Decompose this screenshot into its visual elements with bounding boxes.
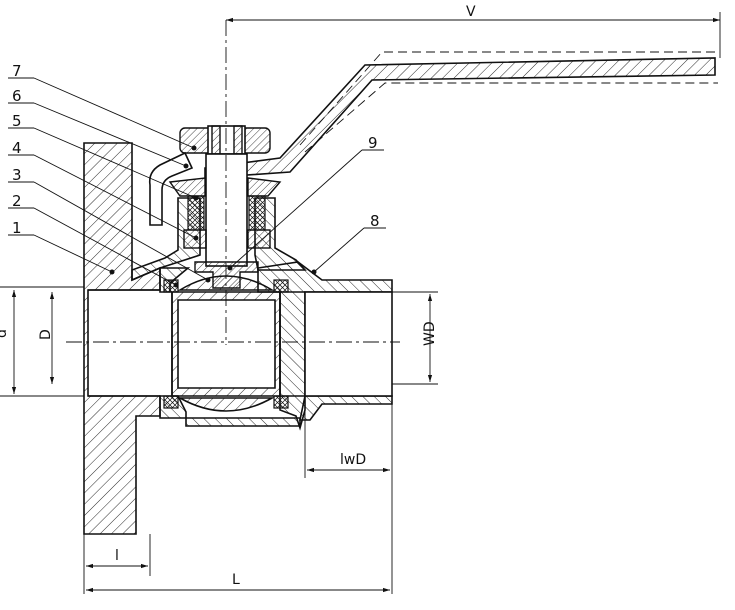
center-lines: [66, 20, 400, 345]
bore-lines: [88, 289, 305, 397]
dimension-labels: V d D WD lwD l L: [0, 4, 476, 588]
dim-L: L: [232, 572, 240, 588]
callout-2: 2: [12, 192, 22, 210]
callout-8: 8: [370, 212, 380, 230]
flange-body: [83, 142, 161, 535]
dim-WD: WD: [422, 321, 438, 346]
lever-handle: [148, 51, 718, 226]
callout-leaders: [8, 77, 386, 288]
callout-labels: 7 6 5 4 3 2 1 9 8: [12, 62, 380, 237]
callout-3: 3: [12, 166, 22, 184]
callout-5: 5: [12, 112, 22, 130]
dim-l: l: [115, 548, 119, 564]
dim-D: D: [38, 329, 54, 340]
callout-9: 9: [368, 134, 378, 152]
stem-nut: [179, 125, 271, 155]
dimension-lines: [0, 12, 721, 594]
callout-4: 4: [12, 139, 22, 157]
callout-7: 7: [12, 62, 22, 80]
dim-d: d: [0, 329, 10, 338]
ball: [163, 275, 289, 412]
callout-6: 6: [12, 87, 22, 105]
dim-lwD: lwD: [340, 452, 366, 468]
callout-1: 1: [12, 219, 22, 237]
dim-V: V: [466, 4, 476, 20]
